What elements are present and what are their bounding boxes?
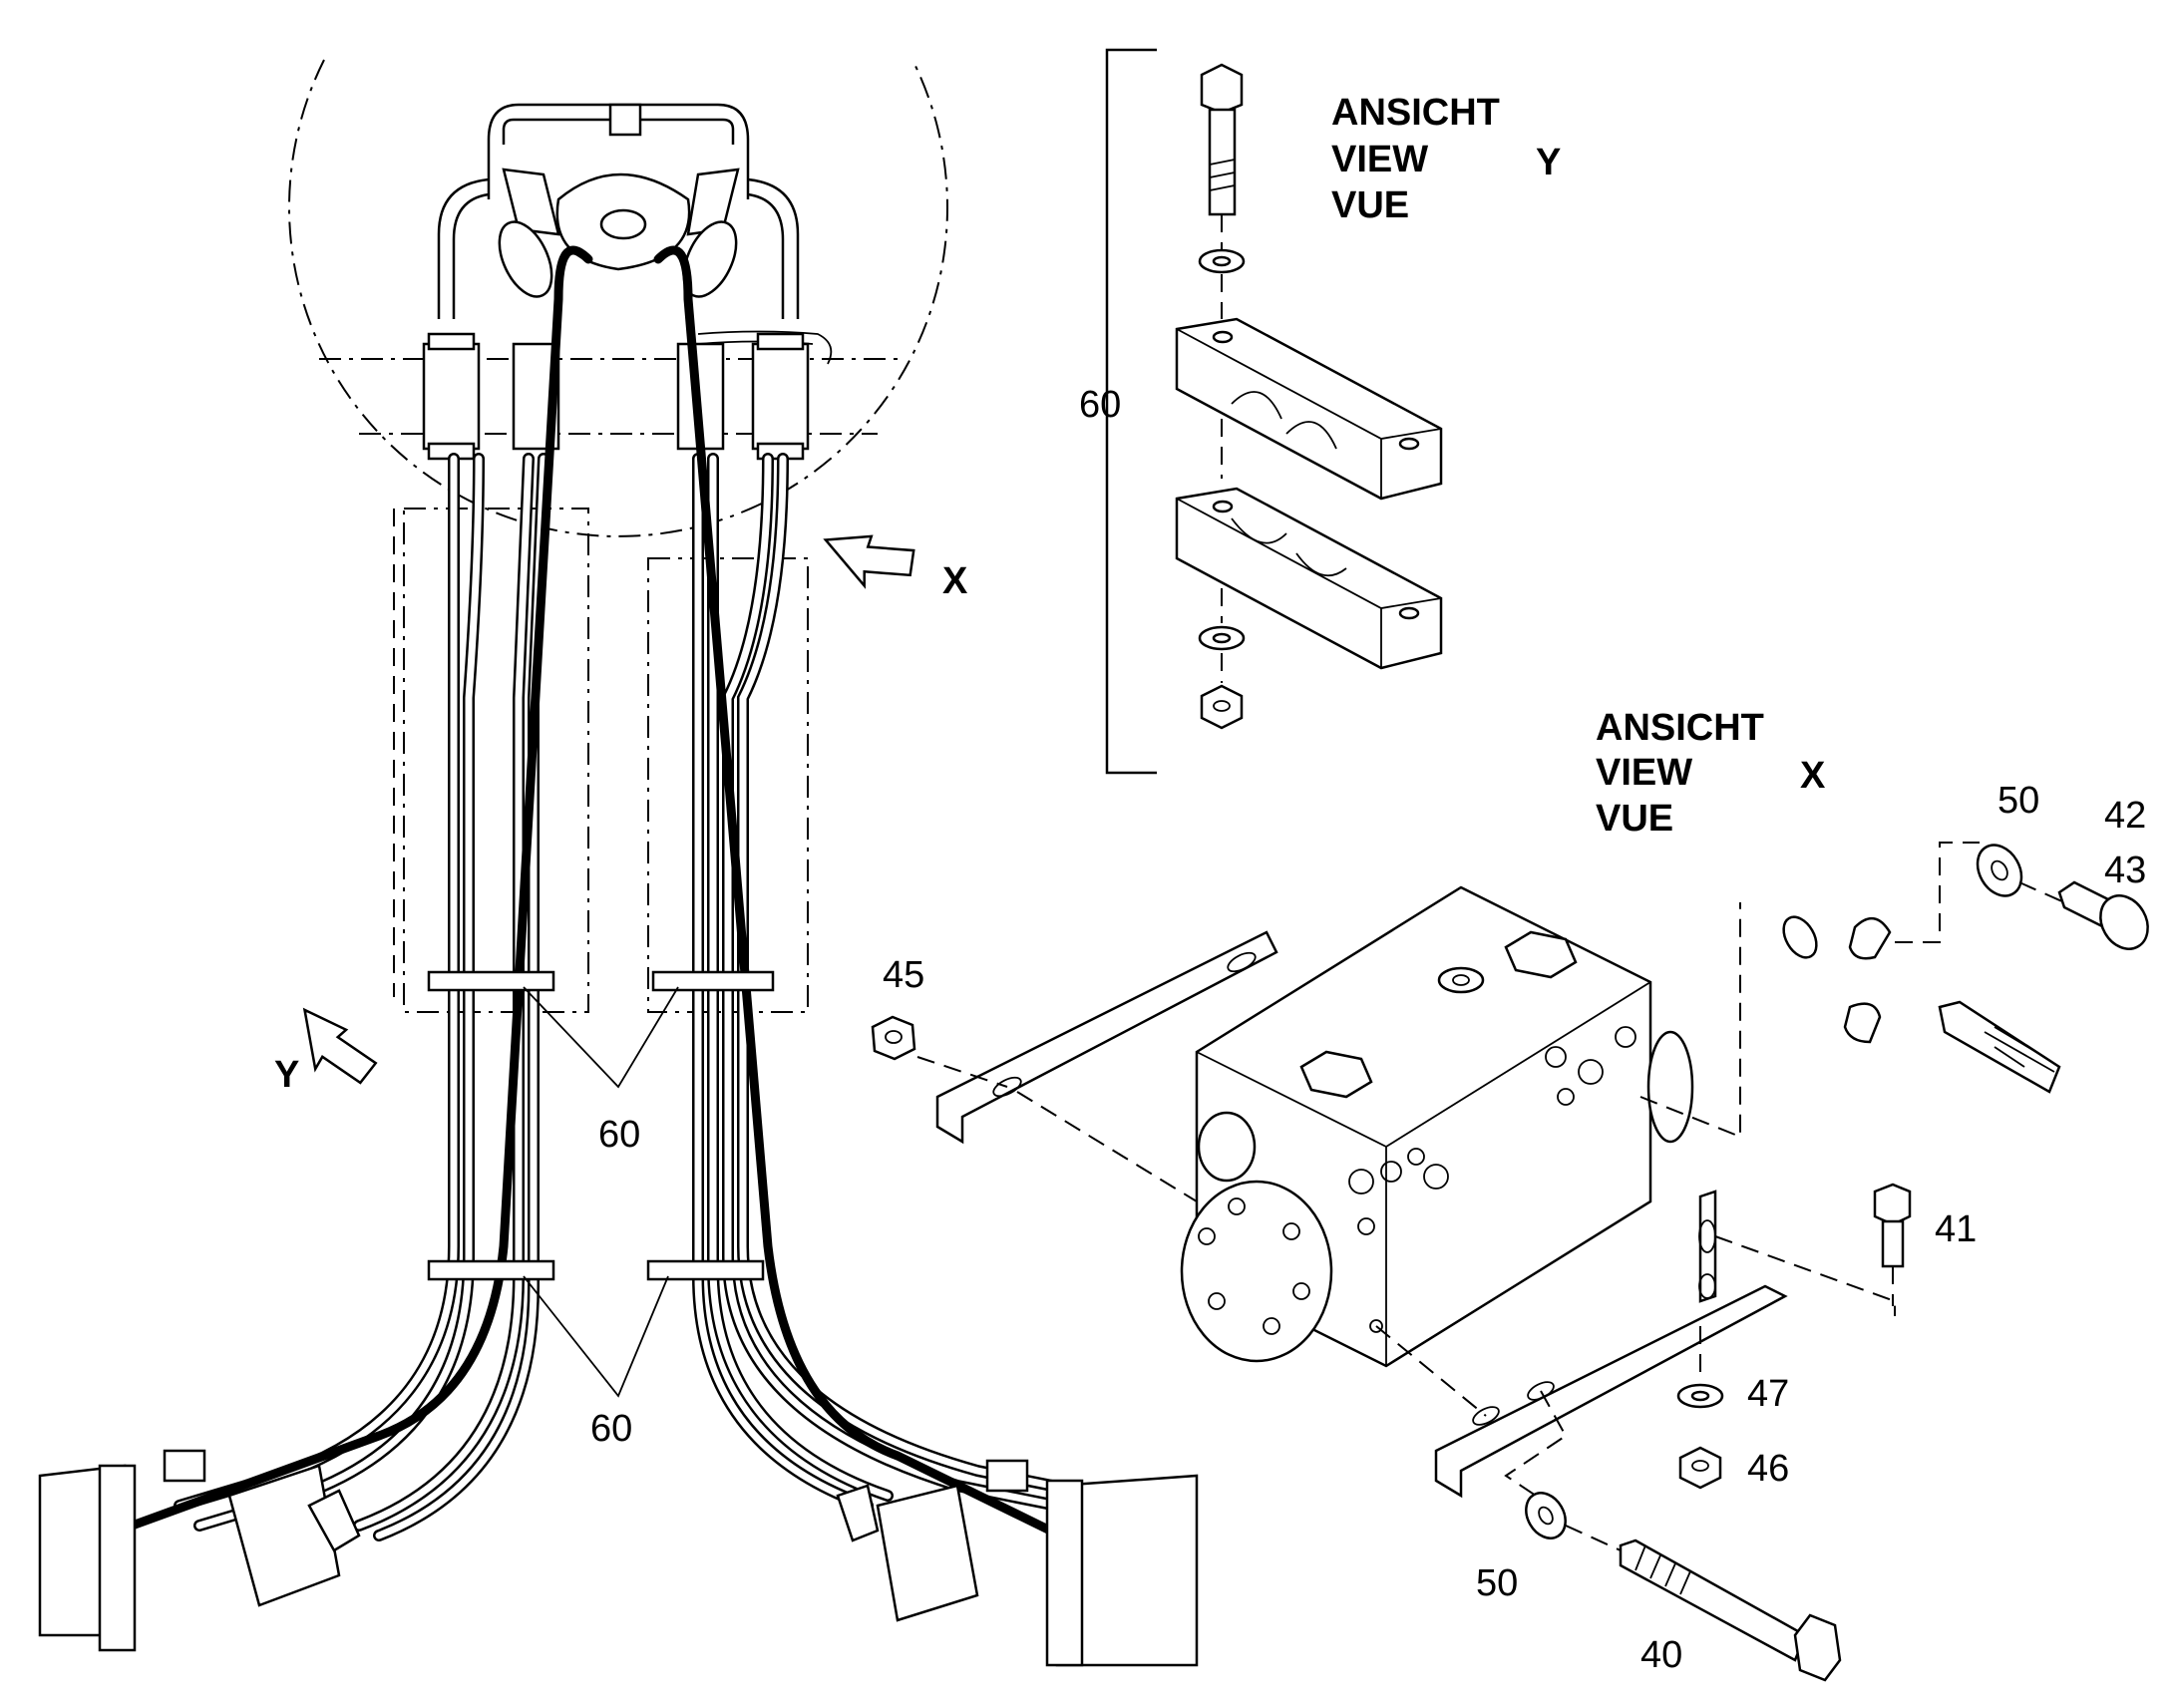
right-motor-body: [876, 1484, 979, 1622]
cable-right: [653, 245, 1147, 1580]
part-label-43: 43: [2104, 850, 2146, 891]
view-y-clamp-upper: [1175, 317, 1443, 501]
view-x-header-line2: VIEW: [1596, 752, 1692, 794]
upper-block-left: [422, 342, 481, 451]
view-arrow-x-label: X: [942, 560, 968, 602]
view-y-bracket-label: 60: [1079, 384, 1121, 426]
main-hose-assembly: X Y 60 60: [38, 59, 1199, 1667]
half-clamp-upper: [1848, 917, 1892, 960]
clamp-bar-upper-left: [427, 970, 555, 992]
view-x-letter: X: [1800, 755, 1826, 797]
part-41-bolt: [1873, 1183, 1912, 1226]
part-label-45: 45: [883, 954, 924, 996]
view-y-bracket: [1105, 48, 1157, 775]
part-label-50-bottom: 50: [1476, 1562, 1518, 1604]
view-x-header-line3: VUE: [1596, 798, 1673, 840]
part-label-50-top: 50: [1998, 780, 2039, 822]
part-46-nut: [1678, 1446, 1722, 1490]
view-y-header-line3: VUE: [1331, 184, 1409, 226]
view-x-header-line1: ANSICHT: [1596, 707, 1764, 749]
part-50-washer-top: [1976, 844, 2023, 897]
half-clamp-lower: [1843, 1002, 1882, 1044]
clamp-bar-lower-right: [646, 1259, 765, 1281]
part-label-47: 47: [1747, 1373, 1789, 1415]
bracket-upper: [935, 930, 1278, 1145]
left-motor-body: [227, 1464, 341, 1607]
view-y-header-line1: ANSICHT: [1331, 92, 1500, 134]
detail-circle: [288, 59, 948, 537]
upper-block-right: [751, 342, 810, 451]
view-y-exploded: 60 ANSICHT VIEW VUE Y: [1079, 48, 1561, 775]
o-ring: [1782, 915, 1818, 959]
part-label-46: 46: [1747, 1448, 1789, 1490]
part-label-42: 42: [2104, 795, 2146, 837]
view-x-exploded: ANSICHT VIEW VUE X: [871, 707, 2149, 1682]
clamp-label-lower: 60: [590, 1408, 632, 1450]
view-y-letter: Y: [1536, 142, 1561, 183]
view-y-nut: [1200, 684, 1244, 730]
view-y-bolt-head: [1200, 63, 1244, 115]
valve-flange: [1180, 1180, 1333, 1363]
bracket-lower: [1434, 1284, 1788, 1499]
part-50-washer-bottom: [1525, 1492, 1567, 1539]
part-45-nut: [871, 1015, 916, 1061]
view-arrow-x: [823, 534, 915, 589]
cable-left: [45, 245, 593, 1560]
clamp-label-upper: 60: [598, 1114, 640, 1156]
view-y-header-line2: VIEW: [1331, 139, 1428, 180]
part-label-40: 40: [1640, 1634, 1682, 1676]
part-label-41: 41: [1935, 1208, 1977, 1250]
clamp-bar-upper-right: [651, 970, 775, 992]
hose-fitting: [1938, 1000, 2061, 1094]
clamp-bar-lower-left: [427, 1259, 555, 1281]
view-arrow-y: [302, 1007, 378, 1085]
view-arrow-y-label: Y: [274, 1054, 299, 1096]
